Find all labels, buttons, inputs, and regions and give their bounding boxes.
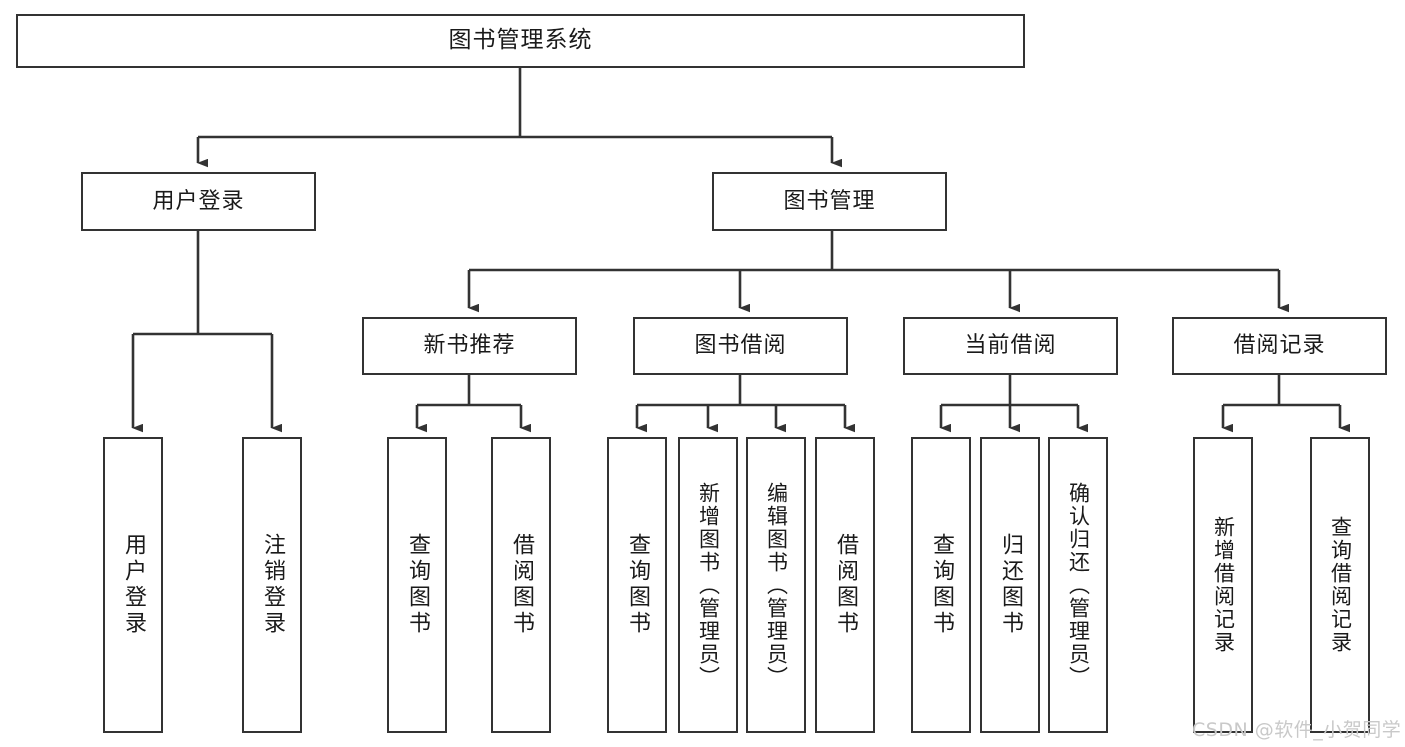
leaf-book-borrow-query-book[interactable]: 查询图书 (607, 437, 667, 733)
node-current-borrow[interactable]: 当前借阅 (903, 317, 1118, 375)
node-book-management[interactable]: 图书管理 (712, 172, 947, 231)
node-label: 查询图书 (625, 533, 650, 637)
leaf-user-login-logout[interactable]: 注销登录 (242, 437, 302, 733)
leaf-borrow-record-query-record[interactable]: 查询借阅记录 (1310, 437, 1370, 733)
node-label: 用户登录 (121, 533, 146, 637)
node-label: 新增图书（管理员） (696, 481, 721, 689)
node-label: 新增借阅记录 (1211, 516, 1236, 654)
leaf-book-borrow-edit-book-admin[interactable]: 编辑图书（管理员） (746, 437, 806, 733)
csdn-watermark: CSDN @软件_小贺同学 (1192, 719, 1402, 741)
node-label: 用户登录 (152, 188, 245, 214)
node-label: 确认归还（管理员） (1066, 481, 1091, 689)
leaf-new-book-query-book[interactable]: 查询图书 (387, 437, 447, 733)
node-label: 借阅记录 (1233, 333, 1326, 359)
node-label: 查询图书 (929, 533, 954, 637)
leaf-user-login-login[interactable]: 用户登录 (103, 437, 163, 733)
node-label: 编辑图书（管理员） (764, 481, 789, 689)
leaf-new-book-borrow-book[interactable]: 借阅图书 (491, 437, 551, 733)
node-label: 借阅图书 (509, 533, 534, 637)
leaf-current-borrow-return-book[interactable]: 归还图书 (980, 437, 1040, 733)
leaf-current-borrow-confirm-return-admin[interactable]: 确认归还（管理员） (1048, 437, 1108, 733)
node-label: 图书管理 (783, 188, 876, 214)
leaf-book-borrow-add-book-admin[interactable]: 新增图书（管理员） (678, 437, 738, 733)
leaf-borrow-record-add-record[interactable]: 新增借阅记录 (1193, 437, 1253, 733)
node-new-book-recommend[interactable]: 新书推荐 (362, 317, 577, 375)
leaf-book-borrow-borrow-book[interactable]: 借阅图书 (815, 437, 875, 733)
node-label: 借阅图书 (833, 533, 858, 637)
node-label: 新书推荐 (423, 333, 516, 359)
node-label: 查询借阅记录 (1328, 516, 1353, 654)
node-book-borrow[interactable]: 图书借阅 (633, 317, 848, 375)
node-label: 归还图书 (998, 533, 1023, 637)
node-user-login[interactable]: 用户登录 (81, 172, 316, 231)
node-label: 查询图书 (405, 533, 430, 637)
node-root-book-management-system[interactable]: 图书管理系统 (16, 14, 1025, 68)
node-label: 注销登录 (260, 533, 285, 637)
node-label: 图书借阅 (694, 333, 787, 359)
node-borrow-record[interactable]: 借阅记录 (1172, 317, 1387, 375)
leaf-current-borrow-query-book[interactable]: 查询图书 (911, 437, 971, 733)
node-label: 当前借阅 (964, 333, 1057, 359)
node-label: 图书管理系统 (448, 27, 593, 54)
